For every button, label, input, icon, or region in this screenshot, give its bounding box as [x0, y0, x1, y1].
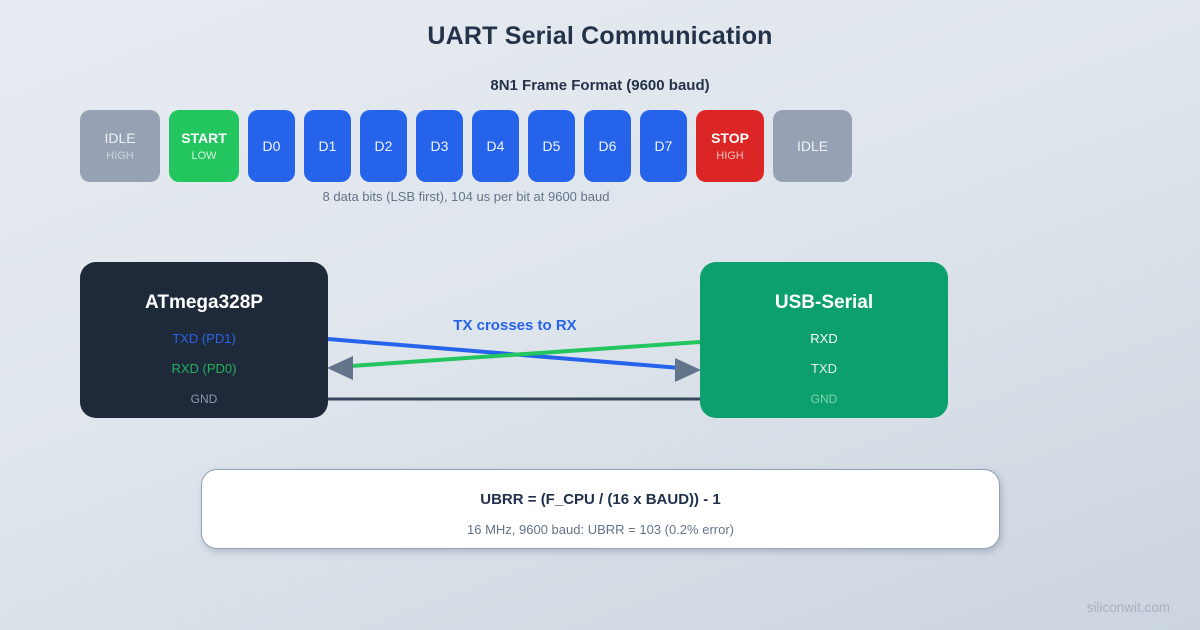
device-usb-serial: USB-Serial RXD TXD GND: [700, 262, 948, 418]
cell-label: D1: [318, 137, 337, 154]
frame-cell-d3: D3: [416, 110, 463, 182]
watermark: siliconwit.com: [1086, 600, 1170, 615]
rx-wire: [335, 340, 701, 369]
pin-gnd: GND: [810, 392, 838, 406]
device-atmega328p: ATmega328P TXD (PD1) RXD (PD0) GND: [80, 262, 328, 418]
frame-cell-d0: D0: [248, 110, 295, 182]
cell-label: D4: [486, 137, 505, 154]
cell-label: START: [181, 129, 227, 146]
frame-cell-d2: D2: [360, 110, 407, 182]
frame-cell-idle-trailing: IDLE: [773, 110, 852, 182]
formula-equation: UBRR = (F_CPU / (16 x BAUD)) - 1: [480, 491, 721, 508]
cell-label: D5: [542, 137, 561, 154]
frame-cell-d4: D4: [472, 110, 519, 182]
formula-note: 16 MHz, 9600 baud: UBRR = 103 (0.2% erro…: [467, 522, 734, 537]
frame-subtitle: 8N1 Frame Format (9600 baud): [490, 77, 710, 94]
page-title: UART Serial Communication: [427, 22, 773, 50]
pin-txd: TXD: [811, 361, 837, 376]
pin-rxd: RXD: [810, 331, 838, 346]
cell-label: D0: [262, 137, 281, 154]
formula-card: UBRR = (F_CPU / (16 x BAUD)) - 1 16 MHz,…: [201, 469, 1000, 549]
frame-cell-d7: D7: [640, 110, 687, 182]
cell-sublabel: LOW: [191, 149, 217, 162]
cell-label: STOP: [711, 129, 749, 146]
cell-label: IDLE: [104, 129, 136, 146]
device-title: USB-Serial: [774, 292, 874, 313]
frame-cell-d6: D6: [584, 110, 631, 182]
cell-label: D3: [430, 137, 449, 154]
arrowhead-left-icon: [327, 356, 353, 380]
frame-caption: 8 data bits (LSB first), 104 us per bit …: [322, 189, 610, 204]
frame-cell-stop: STOP HIGH: [696, 110, 764, 182]
pin-gnd: GND: [190, 392, 218, 406]
frame-cell-d1: D1: [304, 110, 351, 182]
cell-label: D2: [374, 137, 393, 154]
cell-label: IDLE: [796, 137, 829, 154]
pin-txd-pd1: TXD (PD1): [172, 331, 236, 346]
cell-sublabel: HIGH: [716, 149, 744, 162]
device-title: ATmega328P: [145, 292, 263, 313]
cell-label: D6: [598, 137, 617, 154]
tx-crosses-label: TX crosses to RX: [453, 317, 577, 334]
frame-cell-start: START LOW: [169, 110, 239, 182]
arrowhead-right-icon: [675, 358, 701, 382]
frame-cell-idle-leading: IDLE HIGH: [80, 110, 160, 182]
pin-rxd-pd0: RXD (PD0): [171, 361, 237, 376]
frame-cell-d5: D5: [528, 110, 575, 182]
cell-label: D7: [654, 137, 673, 154]
frame-row: IDLE HIGH START LOW D0 D1 D2 D3 D4 D5 D6…: [80, 110, 852, 182]
cell-sublabel: HIGH: [106, 149, 134, 162]
